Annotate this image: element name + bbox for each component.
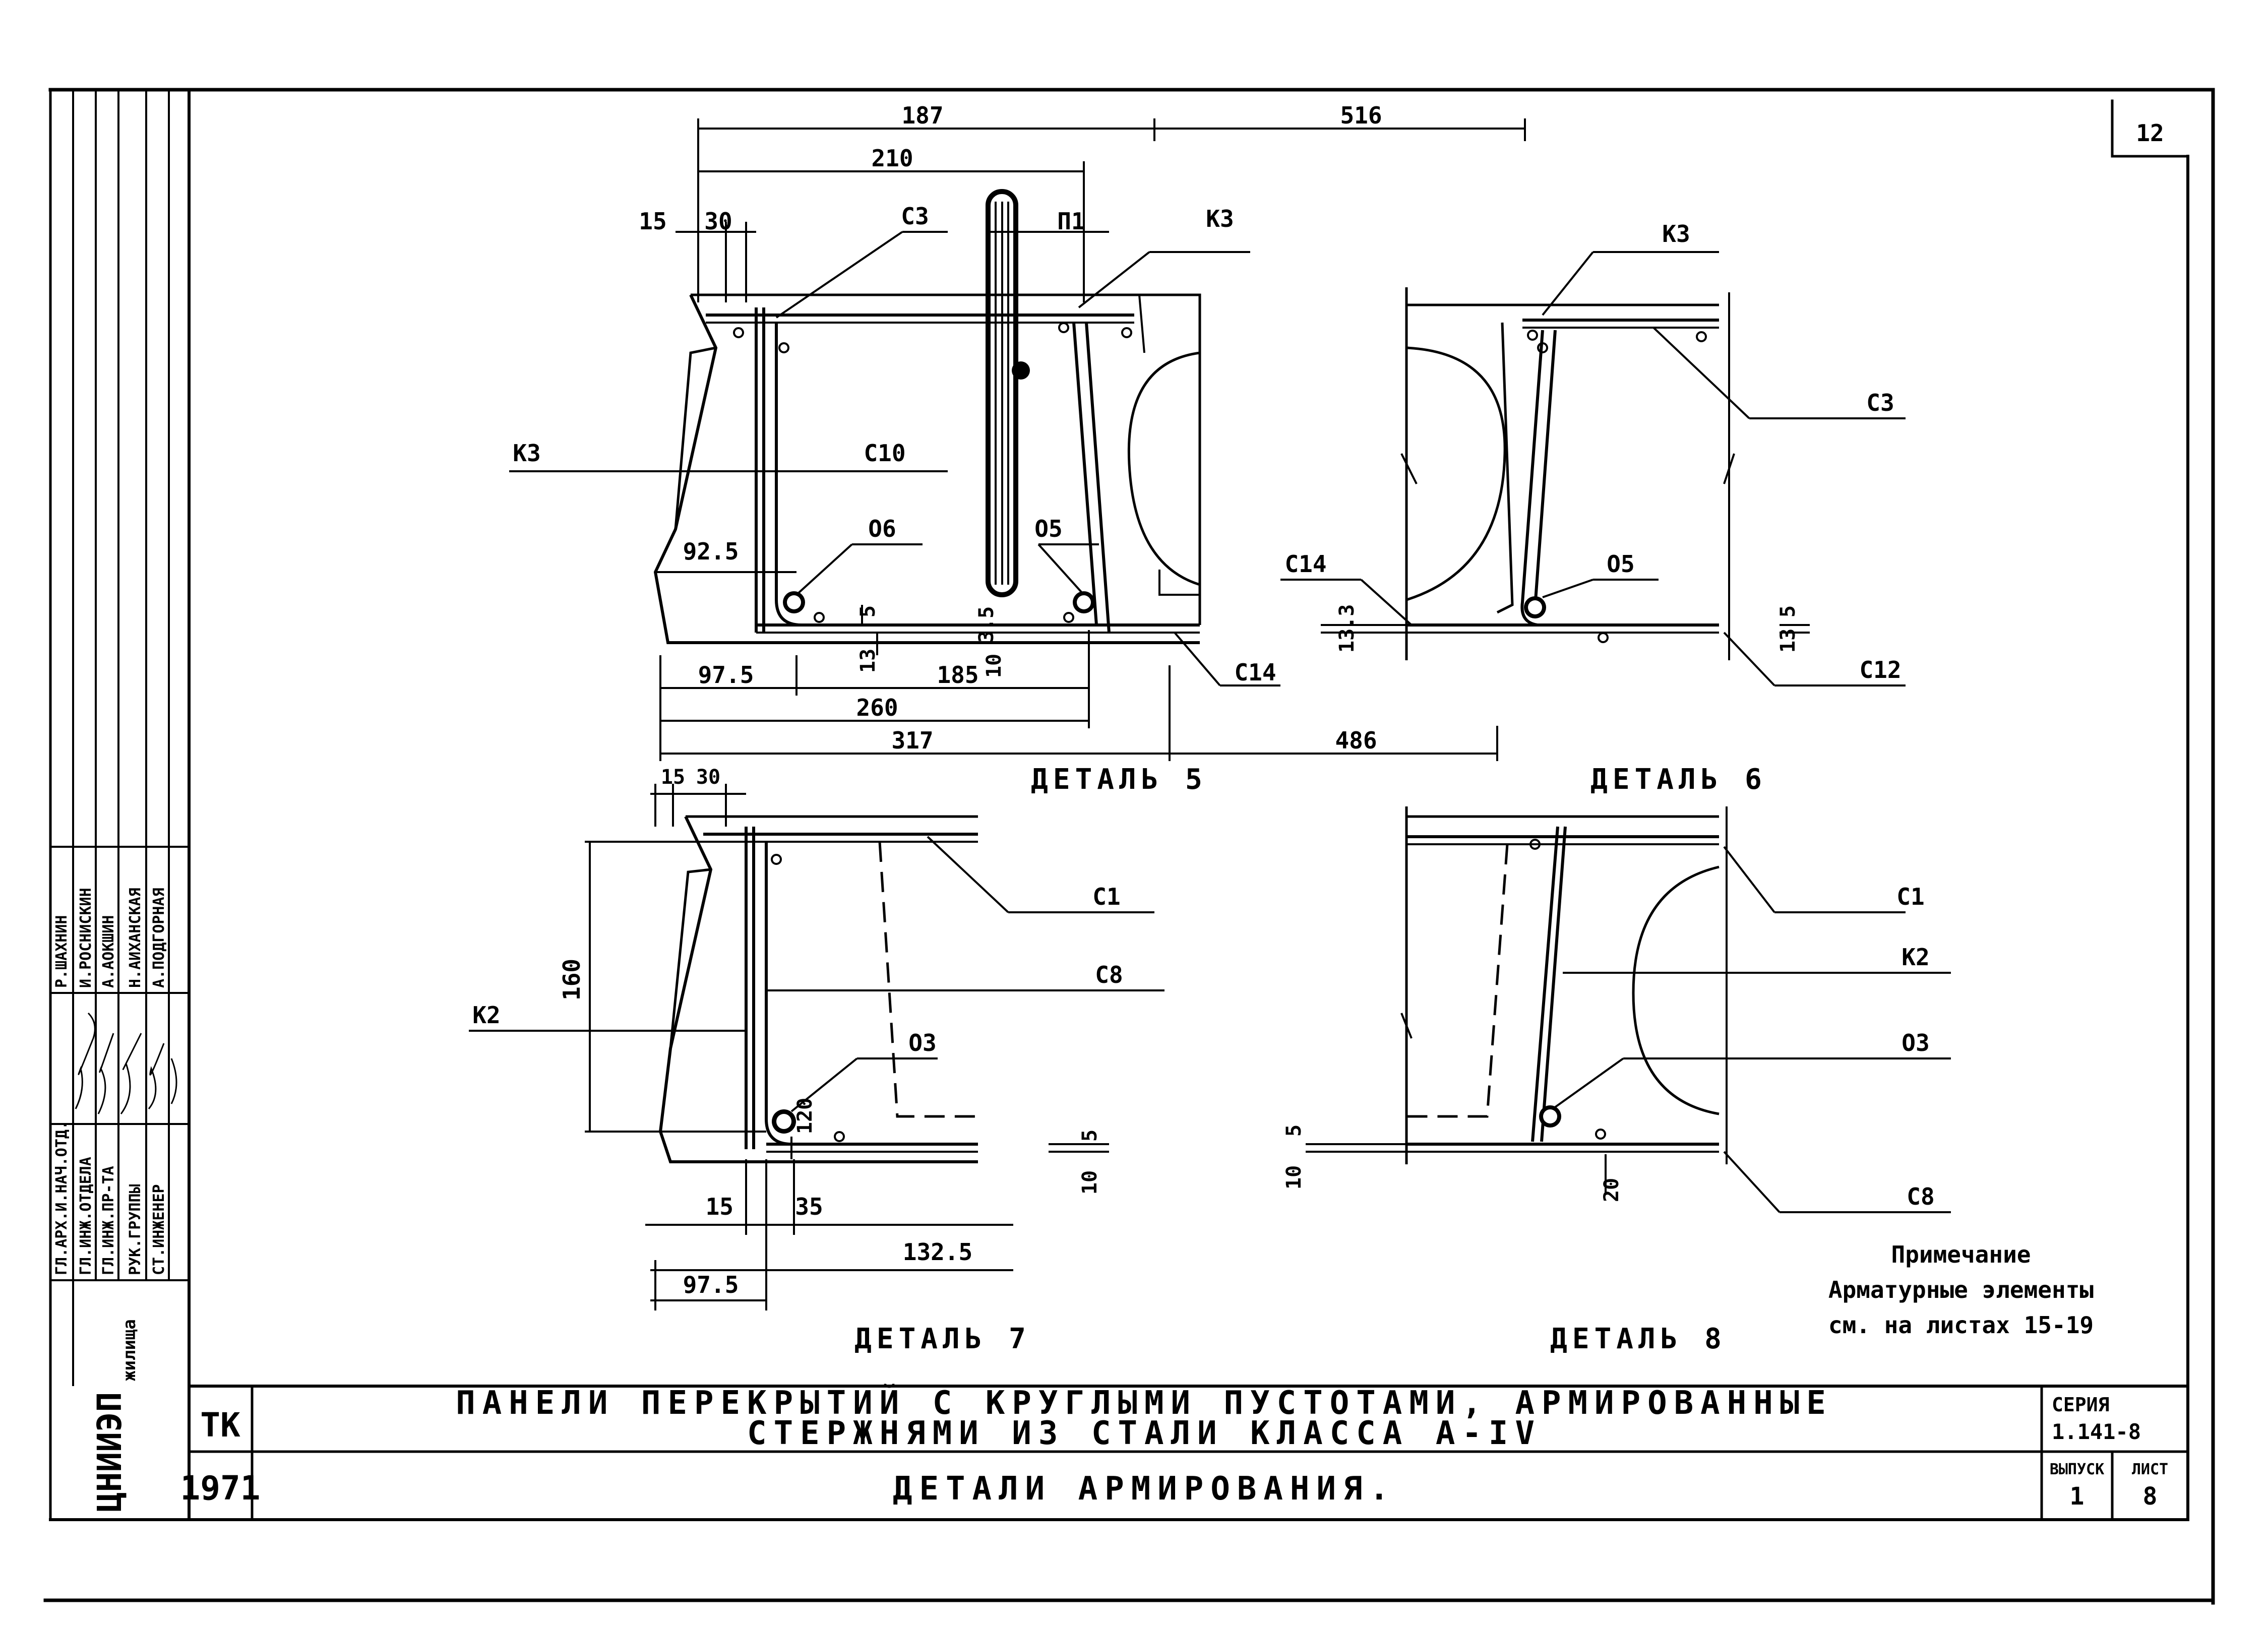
title-line-1: ПАНЕЛИ ПЕРЕКРЫТИЙ С КРУГЛЫМИ ПУСТОТАМИ, …	[456, 1384, 1833, 1422]
detail-8: С1 К2 О3 С8 5 10 20 ДЕТАЛЬ 8	[1282, 806, 1951, 1355]
d8-label-o3: О3	[1902, 1029, 1929, 1056]
detail-6: К3 С3 С14 О5 С12 13.3 5 13 ДЕТАЛЬ 6	[1280, 220, 1906, 796]
d7-label-k2: К2	[472, 1002, 500, 1029]
d5-caption: ДЕТАЛЬ 5	[1031, 763, 1207, 796]
d7-dim-15-top: 15	[661, 766, 685, 789]
series-label: СЕРИЯ	[2052, 1394, 2109, 1416]
d7-dim-97.5: 97.5	[683, 1271, 739, 1298]
d5-label-o6: О6	[868, 515, 896, 542]
d5-dim-516: 516	[1340, 102, 1382, 129]
note-line-2: см. на листах 15-19	[1828, 1311, 2094, 1339]
d6-caption: ДЕТАЛЬ 6	[1590, 763, 1767, 796]
signatures	[75, 1012, 177, 1114]
stamp-name-4: Н.АИХАНСКАЯ	[127, 888, 144, 988]
d5-dim-185: 185	[937, 661, 978, 689]
d5-label-c10: С10	[864, 440, 905, 467]
sheet-value: 8	[2143, 1482, 2158, 1511]
d5-dim-3.5: 3.5	[975, 606, 998, 643]
detail-7: 15 30 160 120 10 5 15 35 132.5 97.5 С1 С…	[469, 766, 1164, 1355]
d5-label-k3-right: К3	[1206, 205, 1234, 232]
stamp-org-sub: жилища	[119, 1319, 140, 1381]
sheet-frame	[43, 88, 2215, 1605]
note-line-1: Арматурные элементы	[1828, 1276, 2094, 1303]
issue-value: 1	[2070, 1482, 2085, 1511]
d8-dim-10: 10	[1282, 1165, 1306, 1190]
stamp-role-1: ГЛ.ИНЖ.ОТДЕЛА	[77, 1157, 95, 1275]
d7-label-c8: С8	[1095, 961, 1123, 988]
detail-5: 187 516 210 15 30 92.5 5 13 3.5 10 97.5 …	[509, 102, 1526, 796]
d8-dim-5: 5	[1282, 1124, 1306, 1137]
title-code: ТК	[200, 1406, 240, 1445]
d5-dim-92.5: 92.5	[683, 538, 739, 565]
series-value: 1.141-8	[2052, 1419, 2141, 1444]
d8-label-k2: К2	[1902, 944, 1929, 971]
d5-label-k3-left: К3	[513, 440, 540, 467]
d7-dim-5: 5	[1078, 1130, 1101, 1142]
d5-label-o5: О5	[1034, 515, 1062, 542]
d5-dim-15: 15	[639, 208, 666, 235]
d7-dim-35: 35	[795, 1193, 823, 1220]
issue-label: ВЫПУСК	[2050, 1461, 2104, 1478]
d8-dim-20: 20	[1600, 1178, 1623, 1202]
d7-caption: ДЕТАЛЬ 7	[854, 1323, 1031, 1355]
sheet-label: ЛИСТ	[2132, 1461, 2168, 1478]
d8-caption: ДЕТАЛЬ 8	[1550, 1323, 1727, 1355]
d6-label-k3: К3	[1662, 220, 1690, 247]
d6-label-o5: О5	[1607, 550, 1634, 578]
note: Примечание Арматурные элементы см. на ли…	[1828, 1241, 2094, 1339]
d5-label-p1: П1	[1057, 208, 1085, 235]
d7-dim-10: 10	[1078, 1170, 1101, 1195]
title-block: ТК 1971 ПАНЕЛИ ПЕРЕКРЫТИЙ С КРУГЛЫМИ ПУС…	[180, 1384, 2188, 1520]
d7-dim-30: 30	[696, 766, 720, 789]
sheet-number: 12	[2136, 119, 2164, 147]
title-line-2: СТЕРЖНЯМИ ИЗ СТАЛИ КЛАССА А-IV	[747, 1415, 1542, 1452]
d5-dim-5: 5	[856, 605, 880, 617]
d6-label-c12: С12	[1859, 656, 1901, 683]
d5-dim-97.5: 97.5	[698, 661, 754, 689]
d5-dim-260: 260	[856, 694, 898, 721]
d5-label-c3: С3	[901, 203, 929, 230]
d6-dim-5: 5	[1776, 605, 1800, 617]
d7-label-c1: С1	[1092, 883, 1120, 910]
d5-label-c14: С14	[1234, 659, 1276, 686]
stamp-column: ГЛ.АРХ.И.НАЧ.ОТД. ГЛ.ИНЖ.ОТДЕЛА ГЛ.ИНЖ.П…	[50, 90, 189, 1512]
d5-dim-30: 30	[704, 208, 732, 235]
d5-dim-317: 317	[891, 727, 933, 754]
stamp-name-1: Р.ШАХНИН	[53, 915, 71, 988]
d5-dim-486: 486	[1335, 727, 1377, 754]
title-year: 1971	[180, 1469, 261, 1508]
stamp-role-top: ГЛ.АРХ.И.НАЧ.ОТД.	[53, 1120, 71, 1275]
d8-label-c1: С1	[1896, 883, 1924, 910]
d5-dim-13: 13	[856, 649, 880, 673]
d6-label-c3: С3	[1866, 389, 1894, 416]
stamp-role-3: РУК.ГРУППЫ	[127, 1184, 144, 1275]
d7-dim-132.5: 132.5	[903, 1238, 972, 1266]
d7-label-o3: О3	[908, 1029, 936, 1056]
stamp-org: ЦНИИЭП	[90, 1392, 129, 1512]
stamp-name-2: И.РОСНИСКИН	[77, 888, 95, 988]
d8-label-c8: С8	[1907, 1183, 1934, 1210]
stamp-role-4: СТ.ИНЖЕНЕР	[150, 1184, 168, 1275]
title-subtitle: ДЕТАЛИ АРМИРОВАНИЯ.	[893, 1470, 1396, 1508]
d7-dim-160: 160	[558, 959, 585, 1001]
note-heading: Примечание	[1891, 1241, 2031, 1268]
d6-dim-13.3: 13.3	[1335, 604, 1359, 653]
stamp-role-2: ГЛ.ИНЖ.ПР-ТА	[100, 1166, 117, 1275]
d5-dim-187: 187	[901, 102, 943, 129]
d6-label-c14: С14	[1284, 550, 1326, 578]
d6-dim-13: 13	[1776, 629, 1800, 653]
stamp-name-5: А.ПОДГОРНАЯ	[150, 888, 168, 988]
d7-dim-120: 120	[793, 1098, 817, 1134]
d5-dim-210: 210	[871, 145, 913, 172]
stamp-name-3: А.АОКШИН	[100, 915, 117, 988]
d5-dim-10: 10	[983, 654, 1006, 678]
d7-dim-15-bottom: 15	[706, 1193, 733, 1220]
